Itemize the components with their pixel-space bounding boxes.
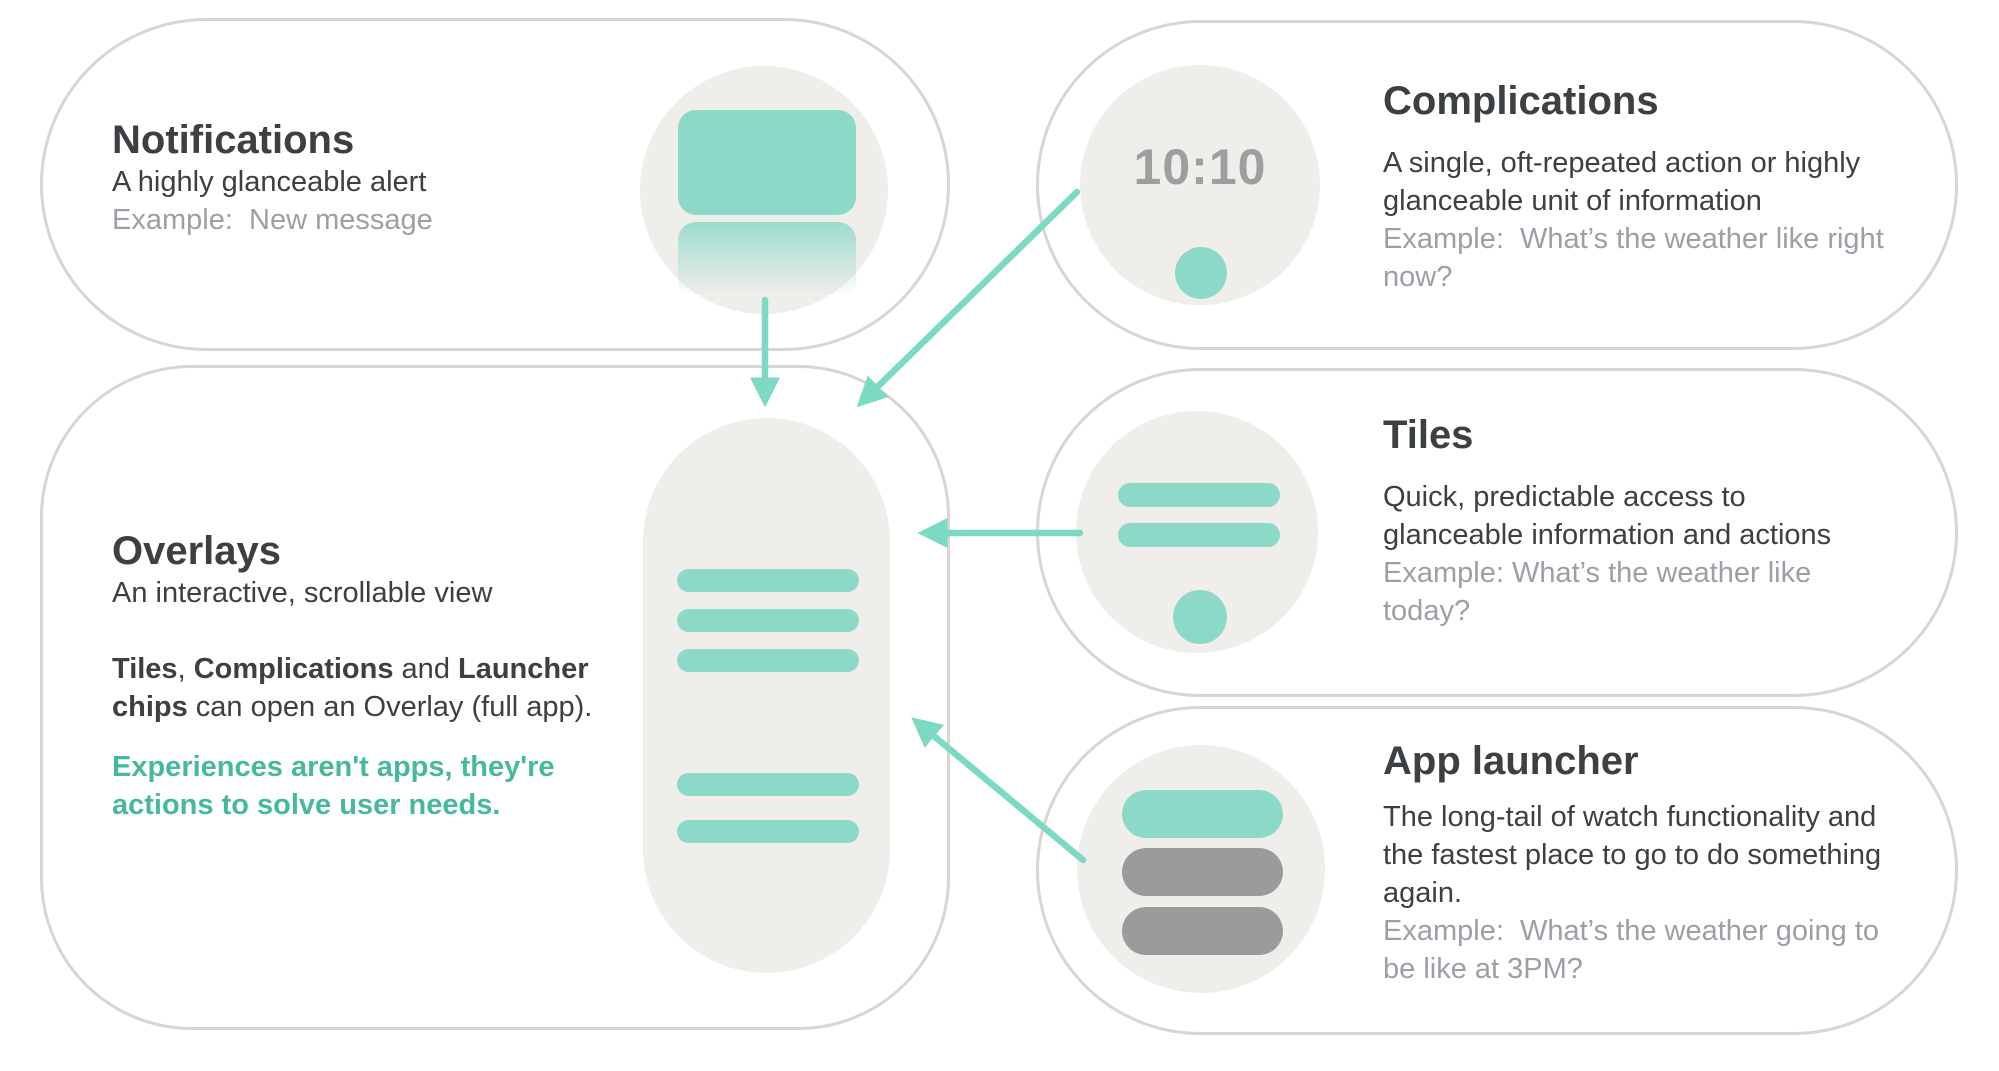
overlay-screen-mockup (643, 418, 890, 973)
overlay-list-bar-icon (677, 820, 859, 843)
tile-bar-icon (1118, 483, 1280, 507)
tile-watch-mockup (1076, 411, 1318, 653)
tile-dot-icon (1173, 590, 1227, 644)
notifications-title: Notifications (112, 118, 355, 162)
tiles-example: Example: What’s the weather like today? (1383, 557, 1812, 627)
overlays-note: Tiles, Complications and Launcher chips … (112, 650, 660, 726)
overlays-text-block: Overlays An interactive, scrollable view… (112, 528, 660, 824)
overlays-note-sep2: and (393, 653, 458, 685)
overlays-note-bold-launcher-chips: Launcher chips (112, 653, 589, 723)
complications-example: Example: What’s the weather like right n… (1383, 223, 1884, 293)
overlay-list-bar-icon (677, 609, 859, 632)
overlays-subtitle: An interactive, scrollable view (112, 577, 493, 609)
tile-bar-icon (1118, 523, 1280, 547)
tiles-text-block: Tiles Quick, predictable access to glanc… (1383, 412, 1943, 630)
overlays-note-rest: can open an Overlay (full app). (187, 691, 593, 723)
notifications-example: Example: New message (112, 204, 433, 236)
notification-watch-mockup (640, 66, 888, 314)
launcher-chip-gray-icon (1122, 848, 1283, 896)
overlays-callout: Experiences aren't apps, they're actions… (112, 751, 555, 821)
overlay-list-bar-icon (677, 649, 859, 672)
complication-watch-mockup: 10:10 (1080, 65, 1320, 305)
notification-fade-icon (678, 222, 856, 300)
complications-description: A single, oft-repeated action or highly … (1383, 147, 1861, 217)
tiles-description: Quick, predictable access to glanceable … (1383, 481, 1832, 551)
complications-title: Complications (1383, 79, 1659, 123)
tiles-title: Tiles (1383, 413, 1474, 457)
watch-time: 10:10 (1133, 139, 1267, 195)
complications-text-block: Complications A single, oft-repeated act… (1383, 78, 1943, 296)
overlays-note-bold-complications: Complications (193, 653, 394, 685)
complication-dot-icon (1175, 247, 1227, 299)
overlay-list-bar-icon (677, 773, 859, 796)
launcher-chip-teal-icon (1122, 790, 1283, 838)
app-launcher-description: The long-tail of watch functionality and… (1383, 801, 1882, 909)
notifications-text-block: Notifications A highly glanceable alert … (112, 117, 672, 239)
notification-card-icon (678, 110, 856, 215)
overlays-title: Overlays (112, 529, 282, 573)
app-launcher-watch-mockup (1077, 745, 1325, 993)
overlays-note-bold-tiles: Tiles (112, 653, 178, 685)
notifications-description: A highly glanceable alert (112, 166, 427, 198)
app-launcher-title: App launcher (1383, 739, 1639, 783)
launcher-chip-gray-icon (1122, 907, 1283, 955)
app-launcher-example: Example: What’s the weather going to be … (1383, 915, 1879, 985)
app-launcher-text-block: App launcher The long-tail of watch func… (1383, 738, 1953, 988)
overlays-note-sep1: , (177, 653, 194, 685)
overlay-list-bar-icon (677, 569, 859, 592)
